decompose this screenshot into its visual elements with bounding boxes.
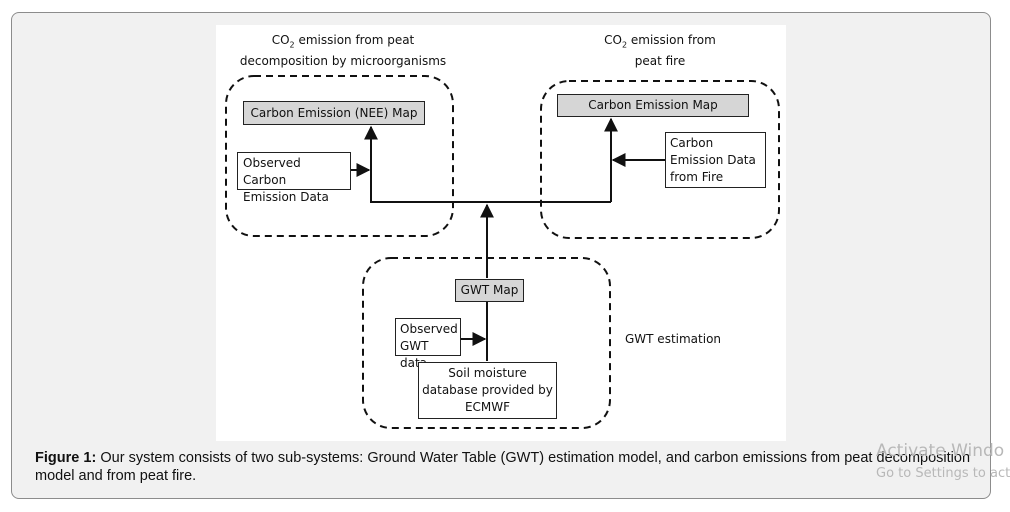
gwt-map-box: GWT Map bbox=[455, 279, 524, 302]
settings-watermark: Go to Settings to act bbox=[876, 466, 1010, 481]
peat-group-title: CO2 emission from peat decomposition by … bbox=[239, 33, 447, 69]
activate-windows-watermark: Activate Windo bbox=[876, 441, 1005, 461]
caption-label: Figure 1: bbox=[35, 450, 97, 466]
nee-map-box: Carbon Emission (NEE) Map bbox=[243, 101, 425, 125]
soil-moisture-box: Soil moisture database provided by ECMWF bbox=[418, 362, 557, 419]
fire-map-box: Carbon Emission Map bbox=[557, 94, 749, 117]
fire-group-title: CO2 emission from peat fire bbox=[604, 33, 716, 69]
caption-text: Our system consists of two sub-systems: … bbox=[35, 450, 971, 484]
fire-data-box: Carbon Emission Data from Fire bbox=[665, 132, 766, 188]
peat-decomposition-group bbox=[225, 75, 454, 237]
gwt-estimation-label: GWT estimation bbox=[625, 332, 722, 346]
observed-gwt-box: Observed GWT data bbox=[395, 318, 461, 370]
peat-fire-group bbox=[540, 80, 780, 239]
figure-caption: Figure 1: Our system consists of two sub… bbox=[35, 449, 970, 485]
gwt-estimation-group bbox=[362, 257, 611, 429]
observed-carbon-box: Observed Carbon Emission Data bbox=[237, 152, 351, 204]
